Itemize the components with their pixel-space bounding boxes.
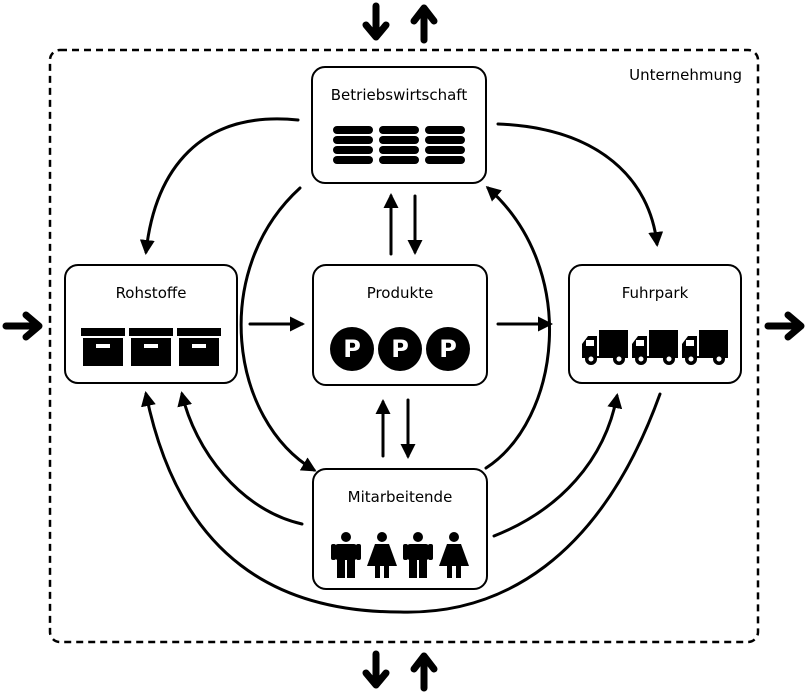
delivery-truck-icon xyxy=(632,330,678,365)
node-betriebswirtschaft: Betriebswirtschaft xyxy=(311,66,487,184)
svg-text:P: P xyxy=(391,335,409,363)
arrow-bw-to-fuhrpark xyxy=(496,122,664,247)
woman-icon xyxy=(367,532,397,578)
icon-row xyxy=(314,532,486,578)
icon-row: P P P xyxy=(314,326,486,372)
bottom-down-arrow-icon xyxy=(362,650,390,689)
top-up-arrow-icon xyxy=(410,4,438,44)
node-mitarbeitende: Mitarbeitende xyxy=(312,468,488,590)
man-icon xyxy=(403,532,433,578)
coin-stack-icon xyxy=(425,126,465,164)
coin-stack-icon xyxy=(333,126,373,164)
flow-arrows xyxy=(139,117,664,614)
icon-row xyxy=(66,326,236,368)
company-boundary xyxy=(48,48,760,644)
woman-icon xyxy=(439,532,469,578)
arrow-mitarbeitende-to-rohstoffe-inner xyxy=(177,391,304,526)
arrow-mitarbeitende-to-bw xyxy=(484,186,551,470)
p-coin-icon: P xyxy=(426,327,470,371)
delivery-truck-icon xyxy=(682,330,728,365)
right-output-arrow-icon xyxy=(764,311,805,341)
svg-text:P: P xyxy=(439,335,457,363)
company-label: Unternehmung xyxy=(629,66,742,84)
storage-box-icon xyxy=(129,328,173,366)
icon-row xyxy=(570,328,740,366)
node-title: Mitarbeitende xyxy=(347,488,453,506)
arrow-bw-to-rohstoffe xyxy=(139,117,300,255)
arrow-bw-to-mitarbeitende xyxy=(239,186,317,472)
left-input-arrow-icon xyxy=(2,311,43,341)
node-title: Rohstoffe xyxy=(115,284,187,302)
arrow-fuhrpark-to-rohstoffe-outer xyxy=(141,391,662,614)
delivery-truck-icon xyxy=(582,330,628,365)
node-rohstoffe: Rohstoffe xyxy=(64,264,238,384)
arrow-mitarbeitende-to-fuhrpark-inner xyxy=(492,393,623,538)
top-down-arrow-icon xyxy=(362,2,390,41)
bottom-up-arrow-icon xyxy=(410,652,438,692)
icon-row xyxy=(313,124,485,168)
p-coin-icon: P xyxy=(378,327,422,371)
node-title: Fuhrpark xyxy=(621,284,689,302)
svg-text:P: P xyxy=(343,335,361,363)
man-icon xyxy=(331,532,361,578)
node-title: Produkte xyxy=(366,284,434,302)
node-title: Betriebswirtschaft xyxy=(330,86,468,104)
p-coin-icon: P xyxy=(330,327,374,371)
storage-box-icon xyxy=(81,328,125,366)
storage-box-icon xyxy=(177,328,221,366)
coin-stack-icon xyxy=(379,126,419,164)
node-produkte: Produkte P P P xyxy=(312,264,488,386)
node-fuhrpark: Fuhrpark xyxy=(568,264,742,384)
